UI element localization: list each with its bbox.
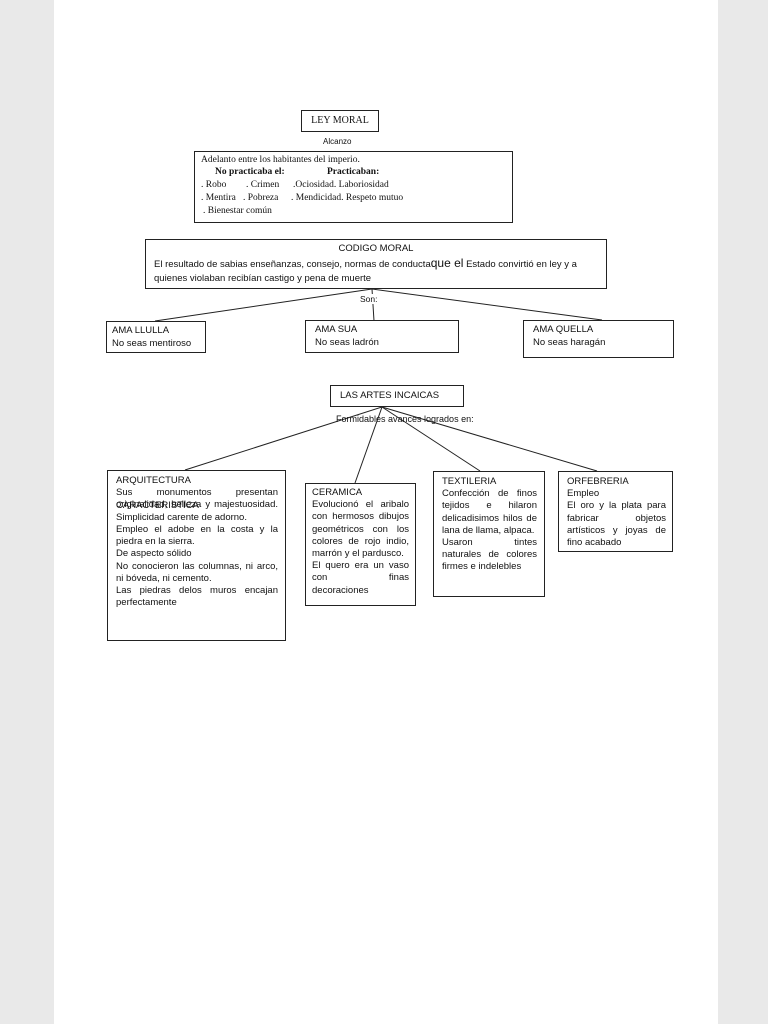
codigo-moral-text: El resultado de sabias enseñanzas, conse… (154, 256, 600, 286)
arquitectura-item-4: No conocieron las columnas, ni arco, ni … (116, 560, 278, 584)
adelanto-text: Adelanto entre los habitantes del imperi… (201, 155, 360, 165)
connector-artes-textileria (381, 406, 481, 472)
arquitectura-item-3: De aspecto sólido (116, 548, 192, 560)
artes-title: LAS ARTES INCAICAS (340, 390, 440, 401)
arquitectura-title: ARQUITECTURA (116, 475, 191, 486)
item-bienestar: . Bienestar común (203, 206, 272, 216)
ama-quella-title: AMA QUELLA (533, 324, 594, 335)
practicaban-label: Practicaban: (327, 167, 380, 177)
ama-quella-box: AMA QUELLA No seas haragán (523, 320, 674, 358)
item-crimen: . Crimen (246, 180, 280, 190)
no-practicaba-label: No practicaba el: (215, 167, 285, 177)
ama-llulla-text: No seas mentiroso (112, 338, 192, 349)
codigo-moral-box: CODIGO MORAL El resultado de sabias ense… (145, 239, 607, 289)
son-label: Son: (360, 294, 378, 304)
item-pobreza: . Pobreza (243, 193, 279, 203)
formidables-label: Formidables avances logrados en: (336, 414, 474, 424)
arquitectura-item-2: Empleo el adobe en la costa y la piedra … (116, 524, 278, 548)
arquitectura-item-1: Simplicidad carente de adorno. (116, 511, 247, 523)
ama-sua-box: AMA SUA No seas ladrón (305, 320, 459, 353)
item-mentira: . Mentira (201, 193, 236, 203)
ceramica-title: CERAMICA (312, 487, 363, 498)
adelanto-box: Adelanto entre los habitantes del imperi… (194, 151, 513, 223)
ley-moral-title: LEY MORAL (311, 115, 369, 126)
ama-sua-text: No seas ladrón (315, 337, 379, 348)
connector-artes-orfebreria (381, 406, 598, 472)
textileria-p2: Usaron tintes naturales de colores firme… (442, 537, 537, 573)
connector-codigo-llulla (154, 288, 373, 322)
item-mendicidad: . Mendicidad. Respeto mutuo (291, 193, 404, 203)
arquitectura-box: ARQUITECTURA Sus monumentos presentan or… (107, 470, 286, 641)
item-ociosidad: .Ociosidad. Laboriosidad (293, 180, 389, 190)
artes-box: LAS ARTES INCAICAS (330, 385, 464, 407)
ama-quella-text: No seas haragán (533, 337, 606, 348)
codigo-text-end: Estado convirtió en ley y a quienes viol… (154, 259, 577, 284)
connector-artes-ceramica (354, 406, 383, 484)
codigo-moral-title: CODIGO MORAL (338, 243, 414, 254)
ama-llulla-title: AMA LLULLA (112, 325, 170, 336)
arquitectura-subtitle: CARACTERISTICA (116, 499, 199, 511)
orfebreria-box: ORFEBRERIA Empleo El oro y la plata para… (558, 471, 673, 552)
connector-artes-arquitectura (184, 406, 383, 471)
textileria-title: TEXTILERIA (442, 476, 497, 487)
orfebreria-p2: El oro y la plata para fabricar objetos … (567, 500, 666, 549)
textileria-box: TEXTILERIA Confección de finos tejidos e… (433, 471, 545, 597)
alcanzo-label: Alcanzo (323, 137, 352, 146)
arquitectura-p1: Sus monumentos presentan originalidad, b… (116, 487, 278, 511)
arquitectura-item-5: Las piedras delos muros encajan perfecta… (116, 585, 278, 609)
textileria-p1: Confección de finos tejidos e hilaron de… (442, 488, 537, 536)
ama-sua-title: AMA SUA (315, 324, 358, 335)
ceramica-box: CERAMICA Evolucionó el aribalo con hermo… (305, 483, 416, 606)
codigo-text-start: El resultado de sabias enseñanzas, conse… (154, 259, 431, 270)
orfebreria-title: ORFEBRERIA (567, 476, 629, 487)
ama-llulla-box: AMA LLULLA No seas mentiroso (106, 321, 206, 353)
item-robo: . Robo (201, 180, 227, 190)
codigo-text-big: que el (430, 256, 464, 270)
ceramica-p1: Evolucionó el aribalo con hermosos dibuj… (312, 499, 409, 560)
orfebreria-p1: Empleo (567, 488, 600, 500)
connector-codigo-quella (371, 288, 603, 321)
ceramica-p2: El quero era un vaso con finas decoracio… (312, 560, 409, 596)
ley-moral-box: LEY MORAL (301, 110, 379, 132)
